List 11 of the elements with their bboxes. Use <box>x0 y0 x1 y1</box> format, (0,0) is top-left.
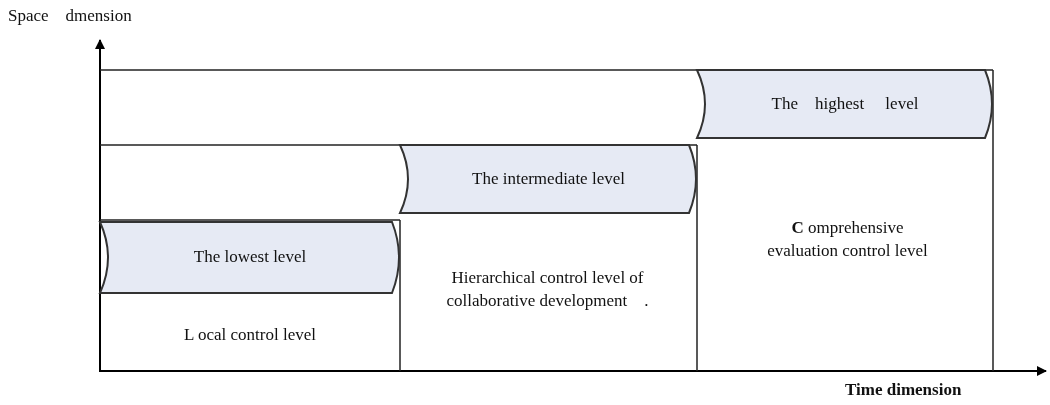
axis-label: Time dimension <box>845 380 962 400</box>
level-description: C omprehensive evaluation control level <box>766 217 929 262</box>
level-title: The lowest level <box>193 246 307 269</box>
axis-label: Space dmension <box>8 6 132 26</box>
level-description: L ocal control level <box>184 323 316 346</box>
level-banner <box>400 145 697 213</box>
level-banner <box>100 222 400 293</box>
level-title: The intermediate level <box>472 167 625 190</box>
level-banner <box>697 70 993 138</box>
level-description: Hierarchical control level of collaborative development . <box>445 267 650 312</box>
level-title: The highest level <box>771 92 919 115</box>
